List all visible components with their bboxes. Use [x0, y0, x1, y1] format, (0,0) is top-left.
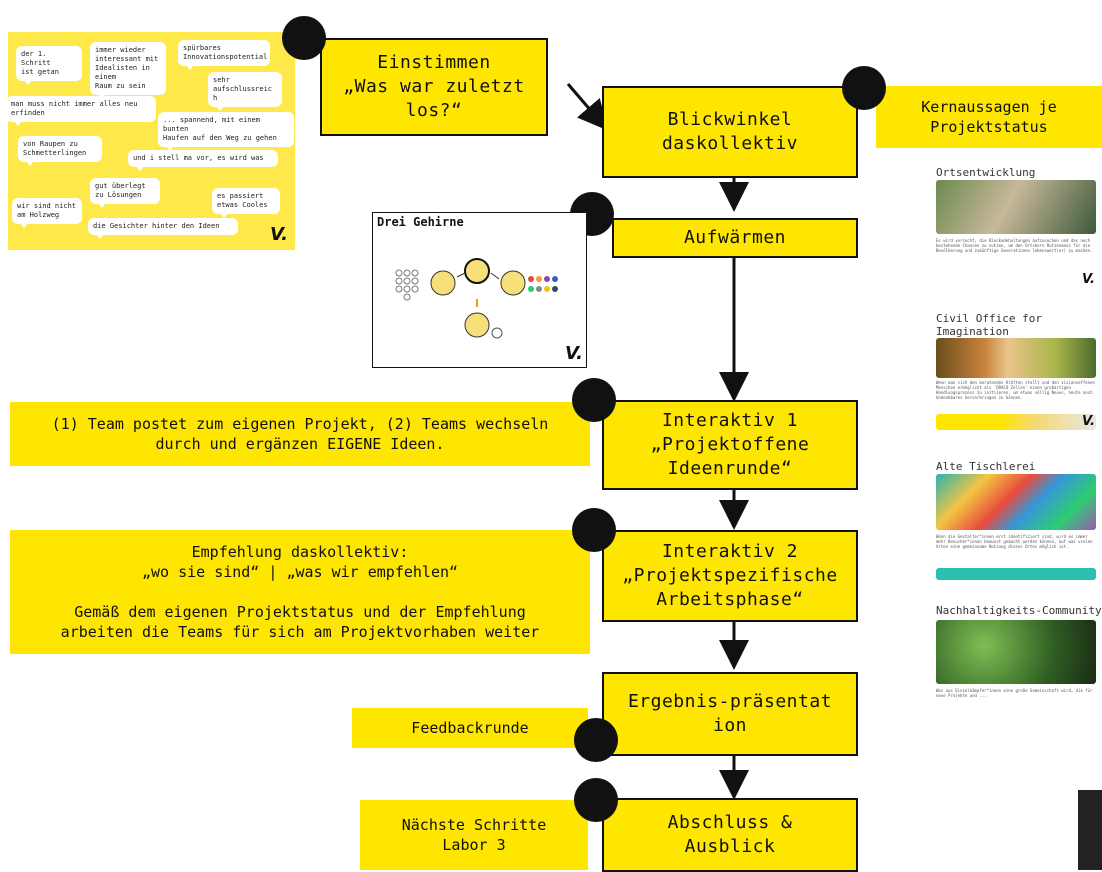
step-interaktiv1: Interaktiv 1 „Projektoffene Ideenrunde“ [602, 400, 858, 490]
project-band [936, 568, 1096, 580]
note-naechste-schritte: Nächste Schritte Labor 3 [360, 800, 588, 870]
board-bubble: von Raupen zu Schmetterlingen [18, 136, 102, 166]
project-photo [936, 620, 1096, 684]
drei-gehirne-thumbnail: Drei Gehirne V. [372, 212, 587, 368]
three-brains-diagram-icon [395, 258, 558, 339]
project-text: Wenn die Gestalter*innen erst identifizi… [936, 534, 1093, 549]
project-title: Alte Tischlerei [936, 460, 1036, 473]
board-bubble: immer wieder interessant mit Idealisten … [90, 42, 166, 99]
feedback-board-thumbnail: der 1. Schritt ist getan immer wieder in… [6, 32, 295, 250]
marker-dot [574, 718, 618, 762]
board-bubble: ... spannend, mit einem bunten Haufen au… [158, 112, 294, 151]
board-bubble: wir sind nicht am Holzweg [12, 198, 82, 228]
step-blickwinkel: Blickwinkel daskollektiv [602, 86, 858, 178]
project-text: Was aus Einzelkämpfer*innen eine große G… [936, 688, 1093, 698]
marker-dot [574, 778, 618, 822]
marker-dot [572, 508, 616, 552]
board-bubble: sehr aufschlussreic h [208, 72, 282, 111]
note-kernaussagen: Kernaussagen je Projektstatus [876, 86, 1102, 148]
brand-logo: V. [1082, 272, 1095, 287]
board-bubble: der 1. Schritt ist getan [16, 46, 82, 85]
project-band [936, 414, 1096, 430]
brand-logo: V. [270, 224, 288, 245]
project-text: Wenn man sich den beratenden Kräften ste… [936, 380, 1095, 400]
project-photo [936, 474, 1096, 530]
dark-edge-block [1078, 790, 1102, 870]
brand-logo: V. [565, 343, 583, 364]
note-empfehlung: Empfehlung daskollektiv: „wo sie sind“ |… [10, 530, 590, 654]
step-interaktiv2: Interaktiv 2 „Projektspezifische Arbeits… [602, 530, 858, 622]
step-aufwaermen: Aufwärmen [612, 218, 858, 258]
step-ergebnis: Ergebnis-präsentat ion [602, 672, 858, 756]
project-photo [936, 338, 1096, 378]
marker-dot [572, 378, 616, 422]
brand-logo: V. [1082, 414, 1095, 429]
board-bubble: spürbares Innovationspotential [178, 40, 270, 70]
project-text: Es wird versucht, die Blockadehaltungen … [936, 238, 1093, 253]
marker-dot [842, 66, 886, 110]
board-bubble: und i stell ma vor, es wird was [128, 150, 278, 171]
step-einstimmen: Einstimmen „Was war zuletzt los?“ [320, 38, 548, 136]
project-title: Nachhaltigkeits-Community [936, 604, 1102, 617]
arrow-einstimmen-blickwinkel [566, 83, 608, 131]
board-bubble: gut überlegt zu Lösungen [90, 178, 160, 208]
board-bubble: die Gesichter hinter den Ideen [88, 218, 238, 239]
note-team: (1) Team postet zum eigenen Projekt, (2)… [10, 402, 590, 466]
step-abschluss: Abschluss & Ausblick [602, 798, 858, 872]
board-bubble: man muss nicht immer alles neu erfinden [6, 96, 156, 126]
marker-dot [282, 16, 326, 60]
project-photo [936, 180, 1096, 234]
note-feedback: Feedbackrunde [352, 708, 588, 748]
gehirne-title: Drei Gehirne [377, 215, 464, 229]
project-title: Civil Office for Imagination [936, 312, 1042, 338]
board-bubble: es passiert etwas Cooles [212, 188, 280, 218]
